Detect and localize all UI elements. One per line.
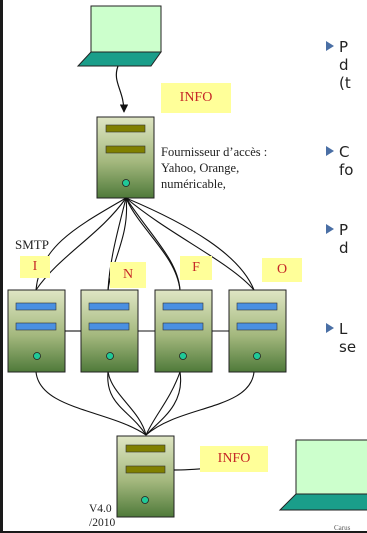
bullet-item-2: C fo <box>326 143 354 179</box>
bullet-2-line-2: fo <box>339 161 354 179</box>
bullet-1-line-1: P <box>339 38 349 56</box>
smtp-label: SMTP <box>15 237 49 252</box>
info-label-bottom: INFO <box>200 446 268 472</box>
bullet-item-4: L se <box>326 320 357 356</box>
info-label-top: INFO <box>161 83 231 113</box>
provider-server <box>96 116 155 199</box>
relay-server-4 <box>228 289 287 373</box>
arrow-laptop-to-provider <box>115 65 129 113</box>
relay-server-1 <box>7 289 66 373</box>
destination-server <box>116 435 175 518</box>
packet-label-o: O <box>262 258 302 282</box>
footer-author-cut: Carus <box>334 524 351 532</box>
destination-links <box>35 371 255 436</box>
slide-bottom-border <box>0 531 367 533</box>
bullet-item-1: P d (t <box>326 38 351 92</box>
bullet-arrow-icon <box>326 323 334 333</box>
provider-line-3: numéricable, <box>161 177 226 191</box>
bullet-arrow-icon <box>326 41 334 51</box>
sender-laptop <box>76 5 162 67</box>
bullet-1-line-3: (t <box>339 74 351 92</box>
bullet-2-line-1: C <box>339 143 350 161</box>
recipient-laptop <box>278 439 367 511</box>
slide-left-border <box>0 0 3 533</box>
bullet-3-line-2: d <box>339 239 349 257</box>
bullet-arrow-icon <box>326 224 334 234</box>
provider-line-1: Fournisseur d’accès : <box>161 145 268 159</box>
bullet-1-line-2: d <box>339 56 349 74</box>
bullet-arrow-icon <box>326 146 334 156</box>
provider-line-2: Yahoo, Orange, <box>161 161 240 175</box>
bullet-item-3: P d <box>326 221 349 257</box>
relay-server-2 <box>80 289 139 373</box>
packet-label-i: I <box>20 256 50 278</box>
relay-server-3 <box>154 289 213 373</box>
bullet-4-line-2: se <box>339 338 357 356</box>
bullet-4-line-1: L <box>339 320 348 338</box>
packet-label-n: N <box>110 262 146 288</box>
bullet-3-line-1: P <box>339 221 349 239</box>
version-line-1: V4.0 <box>89 503 112 515</box>
packet-label-f: F <box>180 256 212 280</box>
version-line-2: /2010 <box>89 517 116 529</box>
